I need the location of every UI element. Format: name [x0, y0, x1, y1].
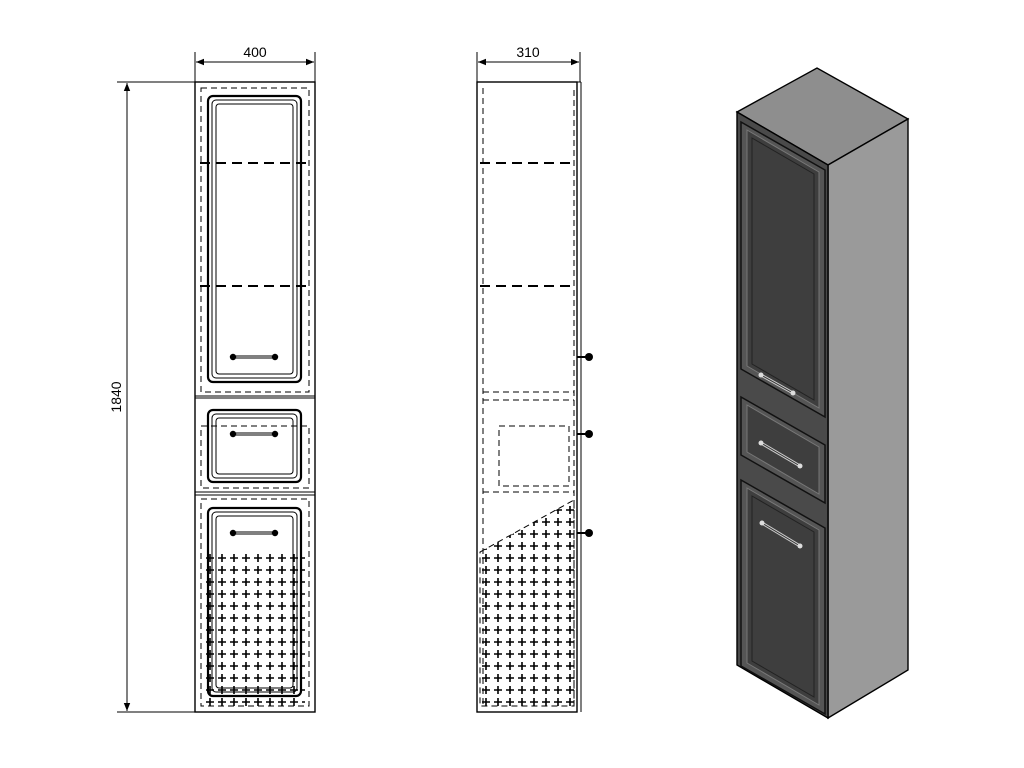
height-label: 1840: [108, 381, 124, 412]
side-drawer-box: [498, 425, 570, 487]
iso-drawer: [740, 395, 826, 505]
width-label: 400: [243, 44, 267, 60]
iso-lower-door: [740, 478, 826, 716]
side-basket-pattern: [479, 499, 575, 707]
width-dimension: 400: [194, 44, 316, 82]
lower-door-handle: [229, 529, 279, 537]
drawer-handle: [229, 430, 279, 438]
lower-door: [205, 506, 305, 706]
side-handle-lower: [577, 529, 593, 537]
upper-door-handle: [229, 353, 279, 361]
front-view: 400 1840: [108, 44, 316, 713]
upper-door: [206, 94, 303, 384]
side-handle-drawer: [577, 430, 593, 438]
iso-upper-door: [740, 120, 826, 419]
depth-label: 310: [516, 44, 540, 60]
isometric-view: [735, 67, 910, 720]
iso-side-face: [827, 117, 909, 720]
front-basket-pattern: [205, 550, 305, 706]
height-dimension: 1840: [108, 81, 195, 713]
side-handle-upper: [577, 353, 593, 361]
depth-dimension: 310: [476, 44, 581, 82]
side-view: 310: [476, 44, 593, 713]
middle-drawer: [206, 408, 303, 484]
